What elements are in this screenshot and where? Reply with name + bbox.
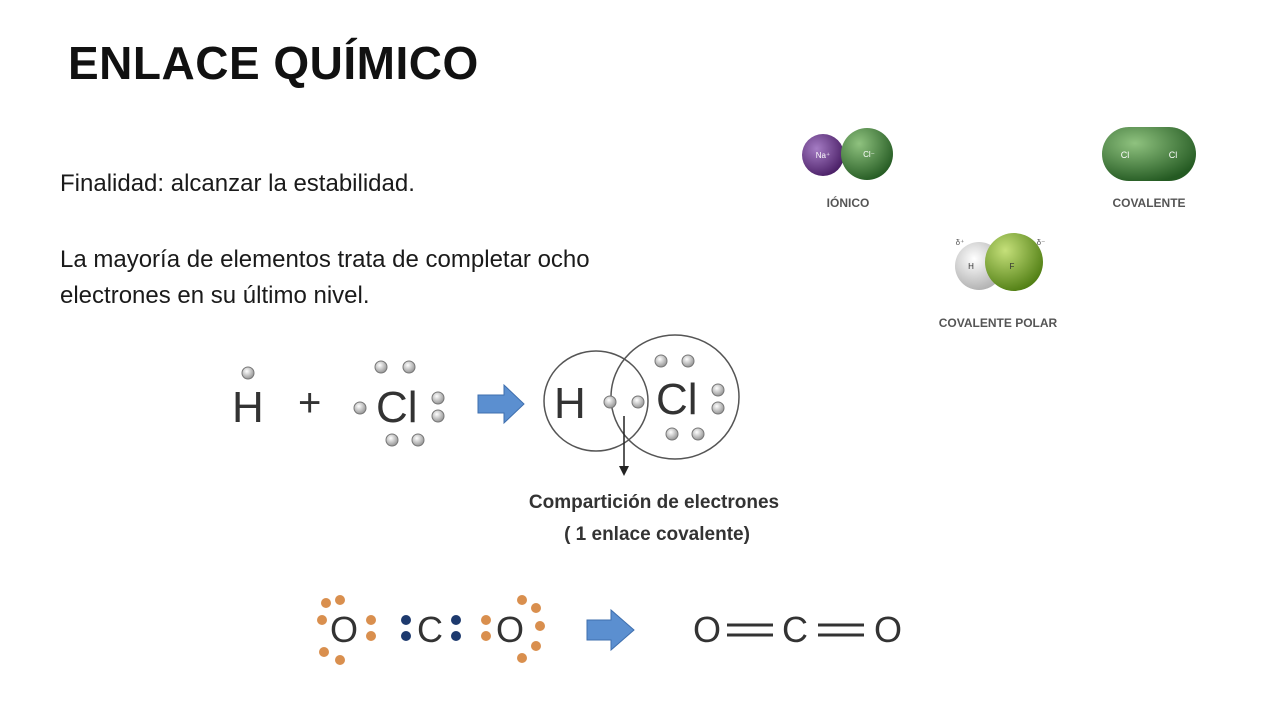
- slide-body: Finalidad: alcanzar la estabilidad. La m…: [60, 166, 740, 314]
- chlorine-atom: [841, 128, 893, 180]
- o-electron: [366, 615, 376, 625]
- cl-electron: [711, 383, 725, 397]
- covalent-model: Cl Cl COVALENTE: [1102, 127, 1196, 210]
- cl-electron: [654, 354, 668, 368]
- cl-electron: [402, 360, 416, 374]
- c-symbol: C: [417, 609, 443, 650]
- reaction-arrow: [477, 383, 525, 425]
- sodium-label: Na⁺: [816, 151, 830, 160]
- cl-electron: [691, 427, 705, 441]
- hcl-product: H Cl: [543, 334, 740, 476]
- product-o-1: O: [693, 609, 721, 650]
- o-electron: [321, 598, 331, 608]
- co2-structural-formula: O C O: [693, 609, 902, 650]
- chloride-label: Cl⁻: [863, 150, 875, 159]
- o-electron: [531, 641, 541, 651]
- partial-positive: δ⁺: [956, 238, 965, 247]
- c-electron: [451, 631, 461, 641]
- cl-electron: [353, 401, 367, 415]
- o-electron: [481, 631, 491, 641]
- caption-line-1: Compartición de electrones: [529, 492, 779, 513]
- o-electron: [531, 603, 541, 613]
- shared-electron: [603, 395, 617, 409]
- cl-electron: [711, 401, 725, 415]
- cl-electron: [681, 354, 695, 368]
- octet-line-1: La mayoría de elementos trata de complet…: [60, 246, 590, 273]
- o-electron: [366, 631, 376, 641]
- cl-electron: [665, 427, 679, 441]
- o-right-electrons: [481, 595, 545, 663]
- polar-model: H F δ⁺ δ⁻ COVALENTE POLAR: [939, 233, 1058, 330]
- page-title: ENLACE QUÍMICO: [68, 37, 479, 89]
- h-electron: [241, 366, 255, 380]
- hydrogen-label: H: [968, 262, 974, 271]
- cl-electron: [431, 391, 445, 405]
- h-symbol: H: [232, 383, 264, 432]
- octet-line-2: electrones en su último nivel.: [60, 282, 370, 309]
- o-electron: [535, 621, 545, 631]
- c-electron: [401, 615, 411, 625]
- cl-symbol: Cl: [376, 383, 418, 432]
- partial-negative: δ⁻: [1037, 238, 1046, 247]
- c-electrons: [401, 615, 461, 641]
- c-electron: [401, 631, 411, 641]
- covalent-label: COVALENTE: [1112, 196, 1185, 210]
- sodium-atom: [802, 134, 844, 176]
- chlorine-label-a: Cl: [1121, 150, 1130, 160]
- cl-electron: [374, 360, 388, 374]
- product-o-2: O: [874, 609, 902, 650]
- shared-electron: [631, 395, 645, 409]
- fluorine-atom: [985, 233, 1043, 291]
- polar-label: COVALENTE POLAR: [939, 316, 1058, 330]
- reaction-arrow: [586, 608, 635, 652]
- bond-models-figure: Na⁺ Cl⁻ IÓNICO Cl Cl COVALENTE H F δ⁺ δ⁻…: [802, 127, 1196, 330]
- product-c: C: [782, 609, 808, 650]
- o-electron: [481, 615, 491, 625]
- o-left-symbol: O: [330, 609, 358, 650]
- chlorine-label-b: Cl: [1169, 150, 1178, 160]
- o-electron: [517, 653, 527, 663]
- caption-line-2: ( 1 enlace covalente): [564, 524, 750, 545]
- o-left-electrons: [317, 595, 376, 665]
- c-electron: [451, 615, 461, 625]
- h-shell: [543, 350, 649, 452]
- product-cl-symbol: Cl: [656, 375, 698, 424]
- fluorine-label: F: [1010, 262, 1015, 271]
- o-right-symbol: O: [496, 609, 524, 650]
- o-electron: [335, 595, 345, 605]
- ionic-model: Na⁺ Cl⁻ IÓNICO: [802, 128, 893, 210]
- ionic-label: IÓNICO: [827, 195, 870, 210]
- o-electron: [517, 595, 527, 605]
- hcl-reaction-figure: H + Cl H Cl Compartición de electrones (…: [232, 334, 779, 545]
- o-electron: [335, 655, 345, 665]
- purpose-text: Finalidad: alcanzar la estabilidad.: [60, 170, 415, 197]
- chlorine-molecule: [1102, 127, 1196, 181]
- plus-sign: +: [298, 381, 321, 425]
- product-h-symbol: H: [554, 379, 586, 428]
- o-electron: [319, 647, 329, 657]
- co2-reaction-figure: O C O O C O: [317, 595, 902, 665]
- o-electron: [317, 615, 327, 625]
- cl-electron: [385, 433, 399, 447]
- cl-electron: [411, 433, 425, 447]
- cl-atom: Cl: [353, 360, 445, 447]
- pointer-arrowhead: [619, 466, 629, 476]
- cl-electron: [431, 409, 445, 423]
